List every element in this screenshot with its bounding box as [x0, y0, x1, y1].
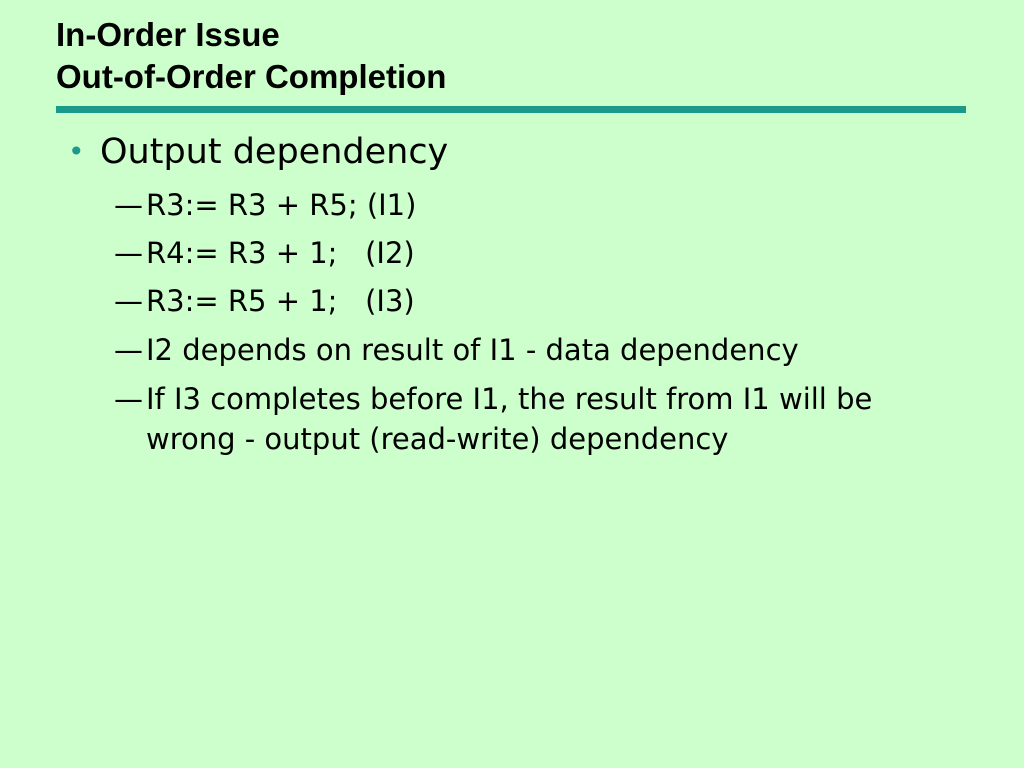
sub-item-text: R3:= R3 + R5; (I1)	[146, 188, 417, 222]
sub-item-text: If I3 completes before I1, the result fr…	[146, 382, 882, 456]
bullet-text: Output dependency	[100, 132, 449, 172]
dash-marker: —	[114, 333, 143, 367]
sub-item-3: — R3:= R5 + 1; (I3)	[114, 281, 944, 321]
sub-item-2: — R4:= R3 + 1; (I2)	[114, 233, 944, 273]
slide-title-line-1: In-Order Issue	[56, 16, 280, 53]
sub-item-text: R4:= R3 + 1; (I2)	[146, 236, 415, 270]
dash-marker: —	[114, 188, 143, 222]
slide-title-line-2: Out-of-Order Completion	[56, 58, 447, 95]
bullet-marker: •	[68, 135, 85, 168]
sub-item-4: — I2 depends on result of I1 - data depe…	[114, 330, 944, 370]
dash-marker: —	[114, 284, 143, 318]
slide-title: In-Order Issue Out-of-Order Completion	[56, 14, 446, 98]
sub-item-text: I2 depends on result of I1 - data depend…	[146, 333, 799, 367]
dash-marker: —	[114, 236, 143, 270]
dash-marker: —	[114, 382, 143, 416]
sub-item-text: R3:= R5 + 1; (I3)	[146, 284, 415, 318]
title-divider	[56, 106, 966, 113]
sub-item-5: — If I3 completes before I1, the result …	[114, 379, 914, 459]
sub-item-1: — R3:= R3 + R5; (I1)	[114, 185, 944, 225]
